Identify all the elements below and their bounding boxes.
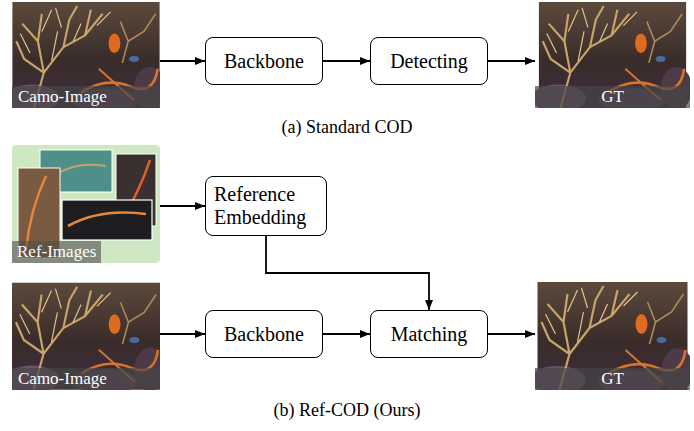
image-label: GT	[535, 86, 690, 108]
flow-arrow	[323, 60, 370, 62]
collage-ground	[12, 145, 160, 263]
camo-photo	[4, 283, 166, 394]
ref-pipefish	[26, 176, 46, 250]
ref-images-panel: Ref-Images	[12, 145, 160, 263]
camo-photo	[5, 2, 166, 112]
image-label: GT	[535, 368, 690, 390]
flow-arrow	[488, 60, 535, 62]
camo-image: Camo-Image	[12, 2, 160, 108]
flow-arrow	[160, 60, 205, 62]
box-label: Backbone	[224, 50, 304, 73]
gt-image: GT	[535, 282, 690, 390]
subfigure-caption: (a) Standard COD	[0, 116, 694, 138]
flow-arrow	[323, 333, 370, 335]
process-box: Backbone	[205, 37, 323, 85]
ref-photo	[62, 200, 152, 240]
flow-arrow	[160, 205, 205, 207]
camo-image: Camo-Image	[12, 282, 160, 390]
subfigure-caption: (b) Ref-COD (Ours)	[0, 399, 694, 421]
gt-image: GT	[535, 2, 690, 108]
image-label: Camo-Image	[12, 86, 160, 108]
image-label: Camo-Image	[12, 368, 160, 390]
process-box: Reference Embedding	[205, 176, 327, 236]
box-label: Backbone	[224, 323, 304, 346]
ref-pipefish	[68, 213, 146, 227]
ref-collage	[12, 145, 160, 263]
flow-arrow	[488, 333, 535, 335]
box-label: Detecting	[390, 50, 468, 73]
box-label: Reference Embedding	[214, 183, 318, 229]
process-box: Backbone	[205, 310, 323, 358]
flow-arrow	[160, 333, 205, 335]
image-label: Ref-Images	[12, 241, 101, 263]
process-box: Matching	[370, 310, 488, 358]
flow-arrow	[266, 236, 429, 310]
gt-photo	[531, 2, 692, 112]
box-label: Matching	[391, 323, 468, 346]
gt-photo	[530, 282, 694, 394]
process-box: Detecting	[370, 37, 488, 85]
